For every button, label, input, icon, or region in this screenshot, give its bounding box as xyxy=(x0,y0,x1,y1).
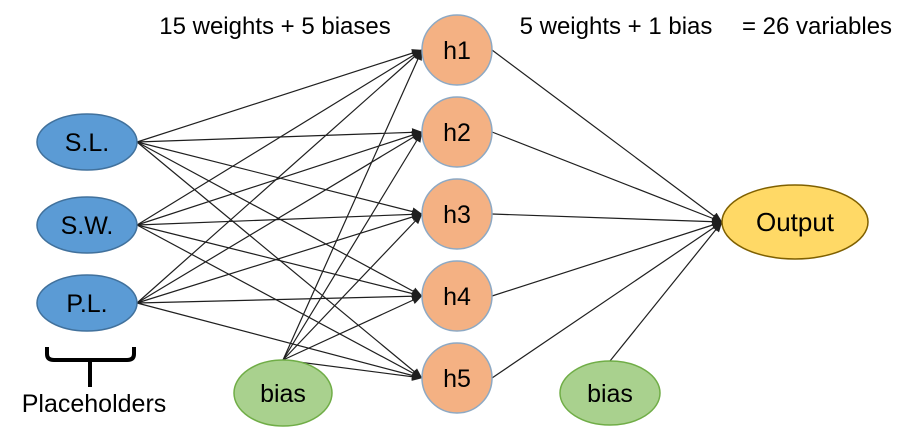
hidden-node-h2-label: h2 xyxy=(443,119,471,147)
input-node-sl xyxy=(36,113,138,171)
output-layer-params-caption: 5 weights + 1 bias xyxy=(520,13,713,40)
output-node xyxy=(721,184,869,260)
hidden-node-h3-label: h3 xyxy=(443,201,471,229)
edge-h4-to-output xyxy=(491,221,723,297)
placeholders-caption: Placeholders xyxy=(22,390,167,418)
edge-bias_hidden-to-h3 xyxy=(282,213,423,361)
hidden-node-h4-label: h4 xyxy=(443,283,471,311)
placeholders-brace-group: Placeholders xyxy=(22,347,167,418)
edge-bias_hidden-to-h2 xyxy=(282,131,423,361)
edge-sw-to-h3 xyxy=(136,210,423,226)
edge-layer xyxy=(136,49,723,381)
input-node-pl xyxy=(36,274,138,332)
edge-sw-to-h4 xyxy=(136,224,423,298)
edge-bias_hidden-to-h5 xyxy=(282,359,423,381)
edge-sw-to-h1 xyxy=(136,49,423,226)
edge-h3-to-output xyxy=(491,213,723,226)
bias-node-hidden xyxy=(233,359,333,427)
bias-node-output xyxy=(559,360,661,426)
edge-h5-to-output xyxy=(491,221,723,379)
edge-pl-to-h2 xyxy=(136,131,423,304)
input-node-pl-label: P.L. xyxy=(66,290,107,318)
edge-sl-to-h1 xyxy=(136,49,423,143)
edge-pl-to-h3 xyxy=(136,212,423,304)
input-node-sl-label: S.L. xyxy=(65,129,109,157)
hidden-layer-params-caption: 15 weights + 5 biases xyxy=(159,13,390,40)
edge-h2-to-output xyxy=(491,131,723,223)
edge-pl-to-h4 xyxy=(136,292,423,304)
hidden-node-h5 xyxy=(421,342,493,414)
hidden-node-h1-label: h1 xyxy=(443,37,471,65)
edge-sw-to-h5 xyxy=(136,224,423,379)
hidden-node-h2 xyxy=(421,96,493,168)
bias-node-output-label: bias xyxy=(587,380,633,408)
edge-bias_hidden-to-h1 xyxy=(282,49,423,361)
edge-bias_output-to-output xyxy=(609,221,723,362)
edge-pl-to-h5 xyxy=(136,302,423,380)
edge-bias_hidden-to-h4 xyxy=(282,295,423,361)
hidden-node-h4 xyxy=(421,260,493,332)
input-node-sw xyxy=(36,196,138,254)
output-node-label: Output xyxy=(756,207,835,237)
bias-node-hidden-label: bias xyxy=(260,380,306,408)
hidden-node-h1 xyxy=(421,14,493,86)
total-variables-caption: = 26 variables xyxy=(742,13,892,40)
underbrace-icon xyxy=(45,347,136,362)
edge-pl-to-h1 xyxy=(136,49,423,304)
hidden-node-h3 xyxy=(421,178,493,250)
edge-h1-to-output xyxy=(491,49,723,223)
edge-sw-to-h2 xyxy=(136,131,423,226)
hidden-node-h5-label: h5 xyxy=(443,365,471,393)
input-node-sw-label: S.W. xyxy=(61,212,114,240)
